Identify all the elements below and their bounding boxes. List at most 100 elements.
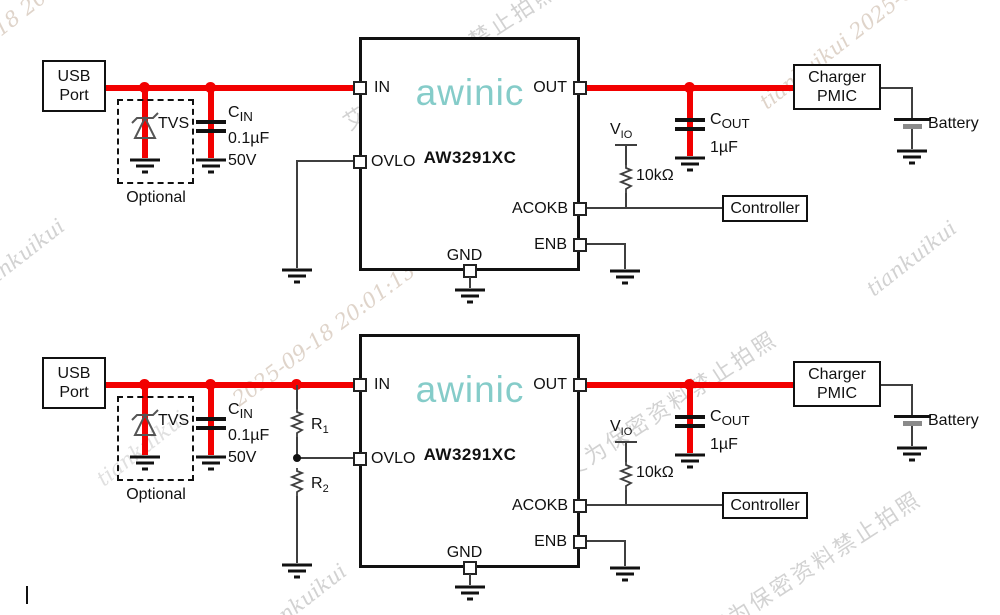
pin-in-label: IN [374,79,390,96]
pin-in [353,378,367,392]
ground-icon [610,269,640,285]
pin-acokb [573,499,587,513]
battery-label: Battery [928,115,979,132]
cout-capacitor-icon [675,118,705,122]
tvs-diode-icon [131,112,159,139]
cout-value-label: COUT 1µF [710,408,750,454]
usb-port-box: USB Port [42,60,106,112]
pin-ovlo [353,452,367,466]
cin-capacitor-icon [196,426,226,430]
ground-icon [455,585,485,601]
battery-label: Battery [928,412,979,429]
pullup-value-label: 10kΩ [636,167,674,184]
pin-enb-label: ENB [534,236,567,253]
enb-wire [587,243,626,245]
cin-value-label: CIN 0.1µF 50V [228,401,270,467]
ground-icon [130,455,160,471]
tvs-label: TVS [158,412,190,429]
acokb-wire [587,207,722,209]
r1-resistor-icon [289,409,305,437]
cout-capacitor-icon [675,424,705,428]
battery-wire [911,129,913,149]
ground-icon [282,268,312,284]
pin-enb [573,238,587,252]
battery-wire [911,426,913,446]
pin-gnd [463,264,477,278]
ground-icon [897,149,927,165]
cout-value-label: COUT 1µF [710,111,750,157]
tvs-diode-icon [131,409,159,436]
tvs-label: TVS [158,115,190,132]
acokb-wire [587,504,722,506]
chip-part-number: AW3291XC [423,148,517,167]
cin-capacitor-icon [196,120,226,124]
text-cursor-artifact [26,586,28,604]
cout-branch-wire [687,385,693,453]
junction-dot [293,454,301,462]
vbus-wire [104,85,356,91]
r2-wire [296,496,298,563]
chip-part-number: AW3291XC [423,445,517,464]
pullup-wire [625,193,627,208]
pin-in-label: IN [374,376,390,393]
optional-label: Optional [126,486,186,503]
tvs-branch-wire [142,88,148,158]
pin-out [573,81,587,95]
tvs-branch-wire [142,385,148,455]
battery-icon [894,415,931,418]
pullup-wire [625,490,627,505]
ground-icon [196,158,226,174]
pin-out [573,378,587,392]
pullup-wire [625,145,627,165]
ovlo-wire [296,160,353,162]
pin-in [353,81,367,95]
battery-wire [911,385,913,415]
ground-icon [455,288,485,304]
pin-gnd-label: GND [446,544,483,561]
battery-icon [894,118,931,121]
charger-pmic-box: Charger PMIC [793,64,881,110]
pullup-wire [625,442,627,462]
enb-wire [624,244,626,269]
usb-port-label: USB [57,364,91,382]
pin-ovlo [353,155,367,169]
battery-icon [903,421,922,426]
pin-acokb [573,202,587,216]
junction-dot [291,379,302,390]
optional-label: Optional [126,189,186,206]
r1-label: R1 [311,416,329,437]
junction-dot [684,379,695,390]
controller-label: Controller [730,199,800,217]
ground-icon [675,453,705,469]
battery-wire [881,384,913,386]
pin-out-label: OUT [533,79,567,96]
junction-dot [205,379,216,390]
charger-pmic-label: PMIC [817,88,857,105]
pin-enb [573,535,587,549]
usb-port-label: USB [57,67,91,85]
pin-gnd-label: GND [446,247,483,264]
cin-capacitor-icon [196,417,226,421]
junction-dot [205,82,216,93]
pin-acokb-label: ACOKB [511,200,568,217]
pullup-value-label: 10kΩ [636,464,674,481]
cout-branch-wire [687,88,693,156]
ovlo-wire [296,160,298,268]
pin-enb-label: ENB [534,533,567,550]
usb-port-box: USB Port [42,357,106,409]
cin-capacitor-icon [196,129,226,133]
ground-icon [675,156,705,172]
ovlo-wire [296,457,353,459]
charger-pmic-label: PMIC [817,385,857,402]
usb-port-label: Port [59,87,89,104]
usb-port-label: Port [59,384,89,401]
ground-icon [130,158,160,174]
pin-ovlo-label: OVLO [371,153,416,170]
charger-pmic-box: Charger PMIC [793,361,881,407]
pin-gnd [463,561,477,575]
cout-capacitor-icon [675,127,705,131]
r1-wire [296,385,298,409]
charger-pmic-label: Charger [808,365,866,383]
controller-box: Controller [722,195,808,222]
ground-icon [897,446,927,462]
